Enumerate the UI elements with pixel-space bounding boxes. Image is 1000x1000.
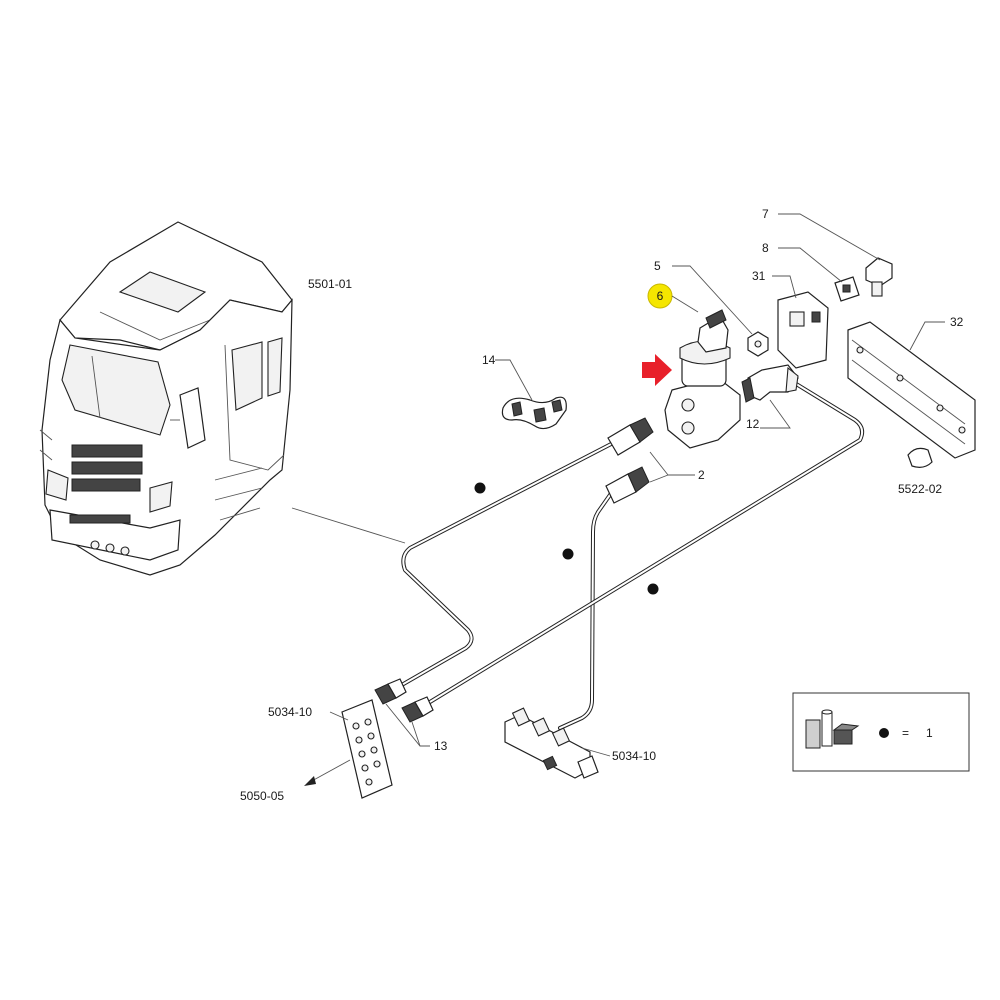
label-bracket: 32 [950,315,964,329]
label-connector-plate-ref: 5050-05 [240,789,284,803]
fittings-leader-a [649,451,669,476]
manifold-leader [581,747,611,757]
plate-drawing [777,291,829,369]
end-fitting-b [401,696,434,723]
valve-leader [671,295,699,313]
legend-value: 1 [926,726,933,740]
label-end-fittings: 13 [434,739,448,753]
clip-drawing [501,396,567,430]
bullet-dot-icon [474,482,486,494]
label-washer: 8 [762,241,769,255]
nut-leader [672,265,753,335]
manifold-drawing [504,707,599,779]
end-fittings-leader-b [411,721,421,747]
screw-drawing [865,257,893,297]
washer-drawing [834,276,860,302]
arrow-head-icon [304,776,316,786]
label-cab-ref: 5501-01 [308,277,352,291]
clip-leader [495,359,533,401]
label-connector-left-ref: 5034-10 [268,705,312,719]
truck-cab-drawing [39,221,293,576]
elbow-leader [760,399,791,429]
fitting-upper [607,417,654,456]
connector-left-leader [329,711,349,721]
plug-drawing [907,447,933,468]
cab-leader-line [291,507,406,544]
bracket-drawing [847,321,976,459]
bullet-dot-icon [879,728,889,738]
label-plug-ref: 5522-02 [898,482,942,496]
fittings-leader-b [649,474,669,483]
kit-icon [805,709,860,749]
bullet-dot-icon [647,583,659,595]
bracket-leader [909,321,945,351]
elbow-fitting-drawing [741,364,799,403]
pipe-lines [391,380,865,730]
red-arrow-icon [642,354,672,386]
plate-leader [772,275,797,299]
label-nut: 5 [654,259,661,273]
legend-box: = 1 [792,692,970,772]
label-clip: 14 [482,353,496,367]
valve-drawing [664,309,741,449]
legend-equals: = [902,726,909,740]
label-valve-highlighted: 6 [657,289,664,303]
connector-plate-arrow-line [309,759,351,783]
bullet-dot-icon [562,548,574,560]
fitting-lower [605,466,650,504]
label-fittings: 2 [698,468,705,482]
screw-leader [778,213,881,261]
nut-drawing [747,331,769,357]
connector-plate-drawing [341,699,393,799]
label-screw: 7 [762,207,769,221]
washer-leader [778,247,843,283]
label-plate: 31 [752,269,766,283]
end-fitting-a [374,678,407,705]
label-manifold-ref: 5034-10 [612,749,656,763]
label-elbow: 12 [746,417,760,431]
